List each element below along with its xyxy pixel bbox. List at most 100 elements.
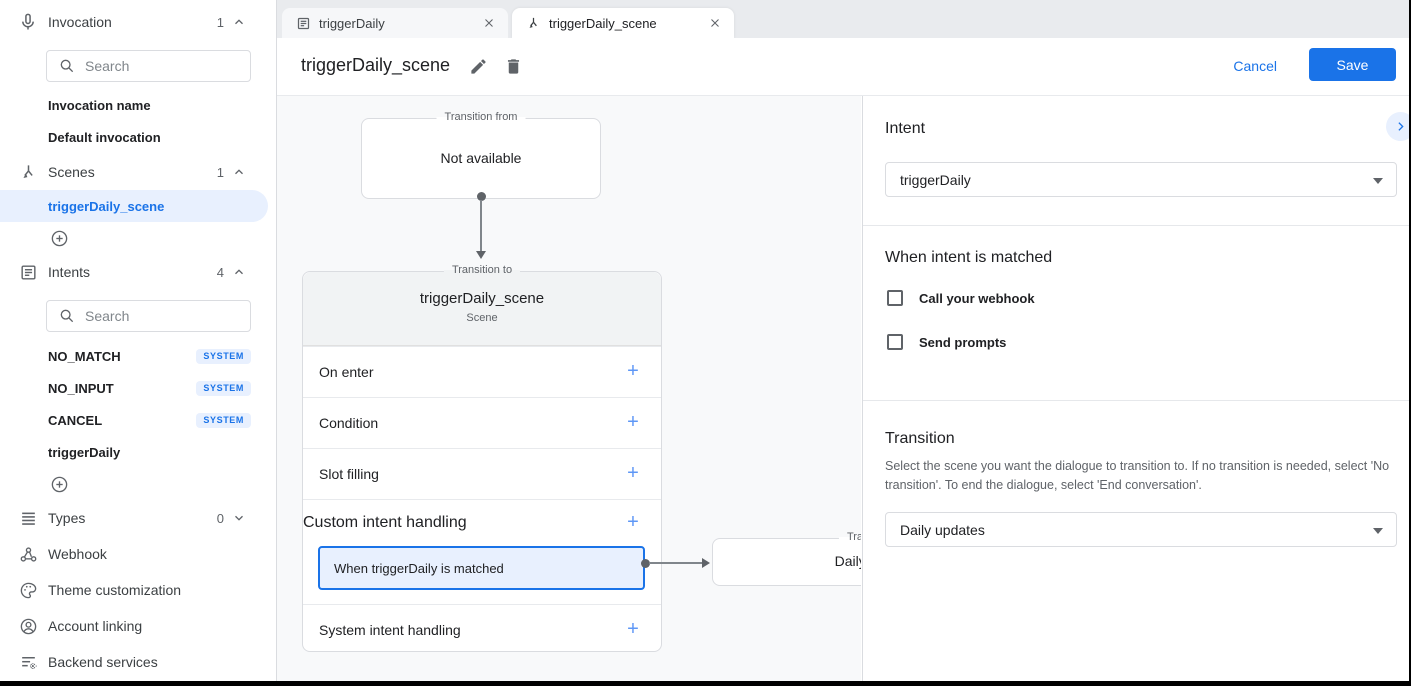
scene-flow-canvas[interactable]: Transition from Not available Transition… [277, 96, 861, 681]
link-label: Webhook [48, 546, 107, 562]
add-icon[interactable] [623, 464, 643, 484]
intent-select[interactable]: triggerDaily [885, 162, 1397, 197]
sidebar-section-types[interactable]: Types 0 [0, 506, 268, 530]
connector-line-horizontal [649, 562, 702, 564]
intent-heading: Intent [885, 120, 926, 137]
system-badge: SYSTEM [196, 348, 251, 364]
checkbox-unchecked-icon[interactable] [887, 334, 903, 350]
editor-header: triggerDaily_scene Cancel Save [277, 38, 1411, 96]
search-icon [59, 308, 75, 324]
divider [863, 225, 1411, 226]
sidebar-item-triggerdaily[interactable]: triggerDaily [48, 444, 251, 460]
intent-label: CANCEL [48, 412, 103, 428]
section-label: Types [48, 510, 86, 526]
selected-scene-label: triggerDaily_scene [48, 198, 165, 214]
scene-node[interactable]: Transition to triggerDaily_scene Scene O… [302, 264, 662, 655]
section-label: Intents [48, 264, 91, 280]
page-title: triggerDaily_scene [301, 55, 451, 75]
section-count: 4 [216, 264, 224, 280]
search-input[interactable] [85, 58, 235, 74]
link-label: Backend services [48, 654, 158, 670]
close-icon[interactable] [708, 16, 722, 30]
add-icon[interactable] [623, 620, 643, 640]
scene-row-custom-intent-handling[interactable]: Custom intent handling When triggerDaily… [303, 499, 661, 604]
divider [863, 400, 1411, 401]
edit-pencil-icon[interactable] [469, 57, 489, 77]
invocation-search [46, 50, 251, 82]
sidebar-item-triggerdaily-scene[interactable]: triggerDaily_scene [0, 190, 268, 222]
screenshot-frame-bottom [0, 681, 1411, 686]
sidebar-item-account-linking[interactable]: Account linking [0, 614, 268, 638]
connector-line-vertical [480, 200, 482, 252]
chevron-down-icon[interactable] [232, 510, 248, 526]
chevron-up-icon[interactable] [232, 14, 248, 30]
search-input[interactable] [85, 308, 235, 324]
sidebar-item-default-invocation[interactable]: Default invocation [48, 130, 161, 145]
transition-select[interactable]: Daily updates [885, 512, 1397, 547]
backend-services-icon [18, 652, 38, 672]
handler-label: When triggerDaily is matched [334, 560, 504, 576]
transition-target-text: Daily updates [834, 553, 861, 569]
section-label: Invocation [48, 14, 112, 30]
delete-trash-icon[interactable] [504, 57, 524, 77]
sidebar-item-no-input[interactable]: NO_INPUT SYSTEM [48, 380, 251, 396]
transition-select-value: Daily updates [900, 521, 985, 538]
microphone-icon [18, 12, 38, 32]
add-icon[interactable] [623, 413, 643, 433]
add-icon[interactable] [623, 513, 643, 533]
intent-select-value: triggerDaily [900, 171, 971, 188]
intents-search [46, 300, 251, 332]
call-webhook-option[interactable]: Call your webhook [887, 290, 1035, 306]
sidebar-section-scenes[interactable]: Scenes 1 [0, 160, 268, 184]
connector-dot [641, 559, 650, 568]
transition-target-legend: Transition to [838, 531, 861, 543]
row-label: Slot filling [319, 466, 379, 482]
scene-fork-icon [18, 162, 38, 182]
section-count: 1 [216, 164, 224, 180]
sidebar-section-invocation[interactable]: Invocation 1 [0, 10, 268, 34]
tab-label: triggerDaily_scene [549, 15, 657, 31]
webhook-icon [18, 544, 38, 564]
scene-row-on-enter[interactable]: On enter [303, 346, 661, 397]
checkbox-unchecked-icon[interactable] [887, 290, 903, 306]
transition-from-box[interactable]: Transition from Not available [361, 111, 601, 199]
scene-row-slot-filling[interactable]: Slot filling [303, 448, 661, 499]
transition-target-box[interactable]: Transition to Daily updates [712, 531, 861, 586]
arrowhead-right-icon [702, 558, 710, 568]
close-icon[interactable] [482, 16, 496, 30]
transition-from-text: Not available [440, 150, 522, 166]
cancel-button[interactable]: Cancel [1233, 58, 1277, 74]
transition-description: Select the scene you want the dialogue t… [885, 459, 1390, 493]
intent-handler-node-selected[interactable]: When triggerDaily is matched [318, 546, 645, 590]
chevron-up-icon[interactable] [232, 264, 248, 280]
sidebar-item-cancel[interactable]: CANCEL SYSTEM [48, 412, 251, 428]
sidebar-item-no-match[interactable]: NO_MATCH SYSTEM [48, 348, 251, 364]
save-button[interactable]: Save [1309, 48, 1396, 81]
sidebar-item-backend-services[interactable]: Backend services [0, 650, 268, 674]
intent-properties-panel: Intent triggerDaily When intent is match… [862, 96, 1411, 681]
add-intent-button[interactable] [50, 475, 69, 494]
add-icon[interactable] [623, 362, 643, 382]
sidebar-section-intents[interactable]: Intents 4 [0, 260, 268, 284]
types-lines-icon [18, 508, 38, 528]
row-label: Custom intent handling [303, 514, 467, 531]
tab-triggerdaily-scene[interactable]: triggerDaily_scene [512, 8, 734, 38]
scene-row-system-intent-handling[interactable]: System intent handling [303, 604, 661, 655]
transition-to-legend: Transition to [443, 264, 521, 276]
intent-list-icon [18, 262, 38, 282]
sidebar-item-theme-customization[interactable]: Theme customization [0, 578, 268, 602]
chevron-up-icon[interactable] [232, 164, 248, 180]
intent-label: NO_INPUT [48, 380, 114, 396]
scene-node-header: triggerDaily_scene Scene [303, 272, 661, 346]
scene-row-condition[interactable]: Condition [303, 397, 661, 448]
sidebar-item-webhook[interactable]: Webhook [0, 542, 268, 566]
sidebar-item-invocation-name[interactable]: Invocation name [48, 98, 151, 113]
send-prompts-option[interactable]: Send prompts [887, 334, 1006, 350]
tab-triggerdaily[interactable]: triggerDaily [282, 8, 508, 38]
transition-heading: Transition [885, 430, 955, 447]
collapse-panel-button[interactable] [1386, 112, 1411, 141]
intent-label: NO_MATCH [48, 348, 121, 364]
row-label: On enter [319, 364, 374, 380]
add-scene-button[interactable] [50, 229, 69, 248]
link-label: Theme customization [48, 582, 182, 598]
